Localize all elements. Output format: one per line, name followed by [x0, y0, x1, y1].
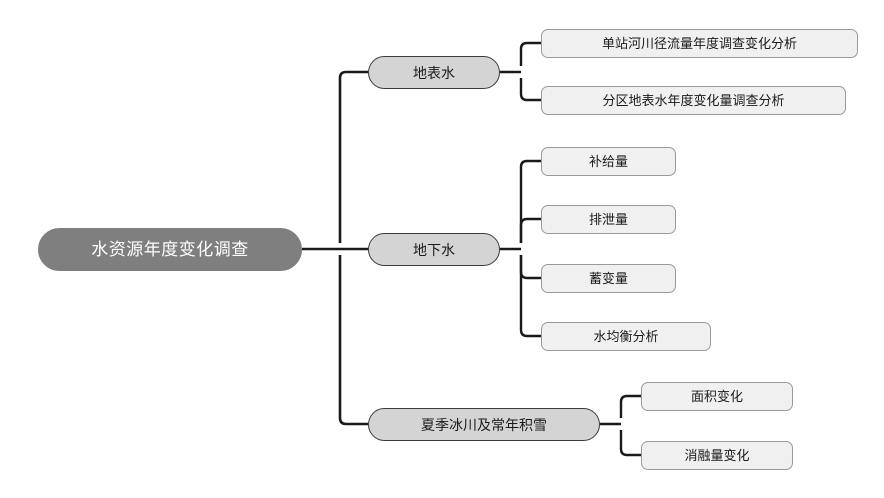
- leaf-node-single-station-runoff[interactable]: 单站河川径流量年度调查变化分析: [541, 29, 858, 58]
- leaf-node-melt-change-label: 消融量变化: [684, 448, 750, 463]
- branch-node-surface-water-label: 地表水: [413, 64, 455, 81]
- edge-glacier-child-2: [619, 430, 641, 457]
- root-node[interactable]: 水资源年度变化调查: [38, 228, 302, 271]
- leaf-node-area-change-label: 面积变化: [690, 389, 743, 404]
- edge-groundwater-child-3: [519, 255, 541, 280]
- leaf-node-discharge-label: 排泄量: [588, 212, 628, 227]
- edge-glacier-child-1: [619, 394, 641, 418]
- leaf-node-single-station-runoff-label: 单站河川径流量年度调查变化分析: [601, 36, 797, 51]
- edge-groundwater-child-4: [519, 255, 541, 338]
- leaf-node-discharge[interactable]: 排泄量: [541, 205, 676, 234]
- edge-groundwater-child-2: [519, 217, 541, 243]
- leaf-node-recharge[interactable]: 补给量: [541, 147, 676, 176]
- leaf-node-storage-change-label: 蓄变量: [588, 271, 628, 286]
- leaf-node-water-balance-label: 水均衡分析: [593, 329, 659, 344]
- edge-surfacewater-child-1: [519, 41, 541, 66]
- leaf-node-storage-change[interactable]: 蓄变量: [541, 264, 676, 293]
- leaf-node-zoned-surface-water[interactable]: 分区地表水年度变化量调查分析: [541, 86, 846, 115]
- leaf-node-zoned-surface-water-label: 分区地表水年度变化量调查分析: [602, 93, 785, 108]
- branch-node-glacier-snow-label: 夏季冰川及常年积雪: [421, 416, 547, 433]
- edge-groundwater-child-1: [519, 159, 541, 243]
- edge-root-to-surfacewater: [338, 70, 368, 243]
- leaf-node-area-change[interactable]: 面积变化: [641, 382, 793, 411]
- leaf-node-melt-change[interactable]: 消融量变化: [641, 441, 793, 470]
- leaf-node-recharge-label: 补给量: [588, 154, 628, 169]
- branch-node-groundwater[interactable]: 地下水: [368, 233, 500, 266]
- branch-node-groundwater-label: 地下水: [413, 241, 455, 258]
- edge-root-to-glacier: [338, 255, 368, 426]
- root-node-label: 水资源年度变化调查: [91, 240, 249, 259]
- edge-surfacewater-child-2: [519, 78, 541, 102]
- leaf-node-water-balance[interactable]: 水均衡分析: [541, 322, 711, 351]
- branch-node-surface-water[interactable]: 地表水: [368, 56, 500, 89]
- branch-node-glacier-snow[interactable]: 夏季冰川及常年积雪: [368, 408, 600, 441]
